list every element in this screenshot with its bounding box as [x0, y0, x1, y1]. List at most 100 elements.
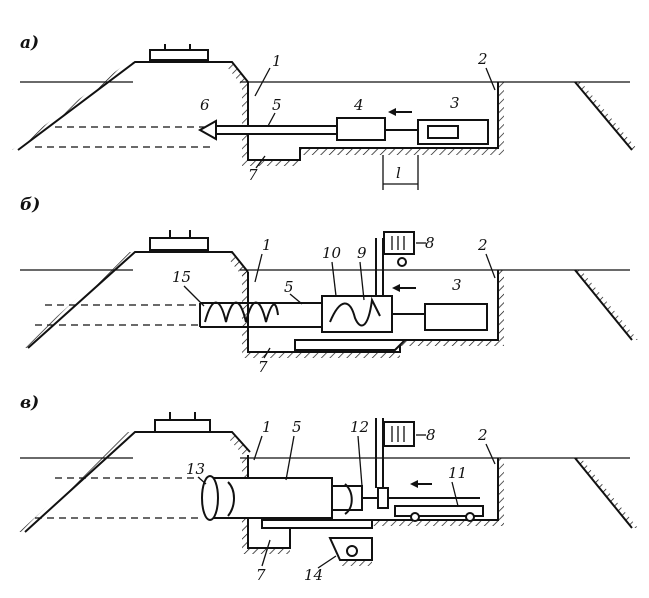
label-5: 5 [284, 278, 294, 296]
embankment-hatch [228, 252, 248, 276]
winch-8 [383, 231, 415, 255]
pit-14-hatch [338, 560, 372, 566]
gear-9 [329, 296, 381, 327]
right-slope-hatch [575, 270, 638, 340]
panel-a: а) [12, 33, 638, 190]
jack-11 [394, 505, 484, 517]
label-1: 1 [272, 52, 282, 70]
leader [254, 67, 271, 97]
label-1: 1 [262, 236, 272, 254]
label-5: 5 [272, 96, 282, 114]
pipe-5 [214, 125, 341, 135]
rail-track [154, 419, 211, 433]
right-slope-hatch [575, 458, 638, 528]
label-4: 4 [353, 96, 364, 114]
panel-b: б) [20, 195, 638, 376]
leader [485, 443, 496, 465]
jack-wheel [410, 512, 420, 522]
pump-3 [424, 303, 488, 331]
rail-track [149, 237, 209, 251]
label-1: 1 [262, 418, 272, 436]
leader [317, 555, 337, 569]
pit-floor-hatch [400, 340, 498, 346]
leader [263, 347, 271, 359]
label-9: 9 [357, 244, 367, 262]
rail-track [149, 49, 209, 61]
pit-wall-hatch [498, 458, 504, 526]
label-6: 6 [200, 96, 210, 114]
label-dim-l: l [396, 164, 401, 182]
label-3: 3 [450, 94, 460, 112]
leader [254, 253, 263, 283]
label-14: 14 [304, 566, 323, 584]
cutting-edge-13 [201, 475, 219, 521]
leader [357, 435, 363, 487]
label-12: 12 [350, 418, 369, 436]
pit-wall-hatch [242, 82, 248, 166]
ring-mark [227, 481, 235, 517]
leader [267, 112, 276, 127]
leader [485, 253, 496, 279]
label-2: 2 [477, 50, 488, 68]
leader [261, 539, 271, 567]
label-8: 8 [426, 426, 436, 444]
embankment-hatch [19, 432, 135, 532]
label-2: 2 [477, 236, 488, 254]
jack-4 [336, 117, 386, 141]
label-15: 15 [172, 268, 191, 286]
pipe-5 [209, 477, 333, 519]
leader [331, 261, 337, 297]
label-7: 7 [248, 166, 258, 184]
pit-floor-hatch [300, 148, 498, 155]
pit-floor-hatch [248, 352, 400, 358]
leader [285, 435, 295, 481]
section-label-c: в) [20, 393, 39, 413]
right-slope-hatch [575, 82, 638, 150]
label-8: 8 [425, 234, 435, 252]
label-10: 10 [322, 244, 342, 262]
embankment-outline [27, 251, 249, 349]
base-plate [294, 339, 408, 351]
pipe-tip-6 [197, 119, 217, 141]
leader [359, 261, 365, 301]
label-3: 3 [452, 276, 462, 294]
section-label-a: а) [20, 33, 39, 53]
winch-wheel [397, 257, 407, 267]
embankment-hatch [22, 252, 135, 348]
pusher-12 [377, 487, 389, 509]
pit-floor-hatch [248, 548, 290, 554]
label-7: 7 [258, 358, 268, 376]
leader [253, 435, 263, 461]
pit-14-wheel [346, 545, 358, 557]
pit-floor-hatch [372, 520, 498, 526]
jack-wheel [465, 512, 475, 522]
embankment-hatch [228, 432, 250, 456]
pit-wall-hatch [498, 270, 504, 346]
ring-mark [344, 483, 353, 515]
leader [451, 481, 459, 507]
winch-8 [383, 421, 415, 447]
label-7: 7 [256, 566, 266, 584]
base-plate [261, 519, 373, 529]
label-11: 11 [448, 464, 467, 482]
label-13: 13 [186, 460, 205, 478]
embankment-hatch [228, 62, 248, 86]
pump-inner [427, 125, 459, 139]
drive-10 [321, 295, 393, 333]
arrow-head [392, 284, 400, 292]
embankment-hatch [12, 62, 135, 150]
leader [289, 293, 303, 305]
label-2: 2 [477, 426, 488, 444]
leader [197, 476, 207, 485]
pipe-collar [331, 485, 363, 511]
pit-wall-hatch [498, 82, 504, 155]
label-5: 5 [292, 418, 302, 436]
section-label-b: б) [20, 195, 40, 215]
panel-c: в) [19, 393, 638, 584]
leader [485, 67, 496, 91]
auger-15 [204, 301, 279, 323]
arrow-head [388, 108, 396, 116]
leader [183, 285, 205, 307]
